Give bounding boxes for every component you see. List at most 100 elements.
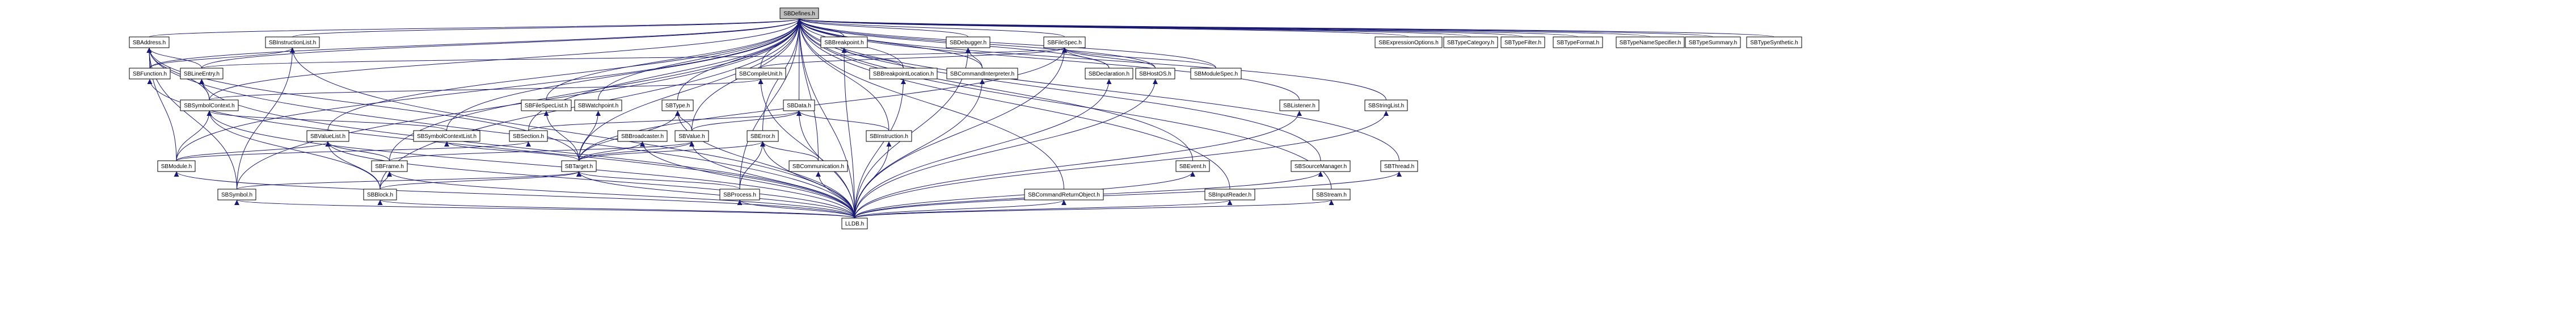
node-label-sbsymbol: SBSymbol.h [221, 192, 252, 198]
node-box-sbtypenamespecifier [1616, 36, 1685, 48]
edge-sbtarget-to-sberror [579, 141, 765, 161]
edge-sbtypeformat-to-sbdefines [797, 18, 1578, 37]
node-sbdebugger[interactable]: SBDebugger.h [946, 36, 990, 48]
node-sblineentry[interactable]: SBLineEntry.h [180, 68, 224, 80]
node-sbsection[interactable]: SBSection.h [509, 130, 548, 142]
node-box-sbsourcemanager [1291, 160, 1351, 172]
edge-lldb-to-sbaddress [146, 47, 855, 219]
node-sbtypefilter[interactable]: SBTypeFilter.h [1500, 36, 1545, 48]
edge-sbframe-to-sbdefines [389, 18, 802, 161]
node-label-sbsection: SBSection.h [513, 133, 544, 140]
node-sbstringlist[interactable]: SBStringList.h [1364, 99, 1408, 111]
edge-sbexpressionoptions-to-sbdefines [797, 18, 1409, 37]
node-sbfilespec[interactable]: SBFileSpec.h [1043, 36, 1086, 48]
node-box-sbmodule [157, 160, 196, 172]
edge-sbinstruction-to-sbdata [796, 110, 889, 131]
node-sbinstructionlist[interactable]: SBInstructionList.h [265, 36, 320, 48]
node-sbsourcemanager[interactable]: SBSourceManager.h [1291, 160, 1351, 172]
node-sbexpressionoptions[interactable]: SBExpressionOptions.h [1375, 36, 1443, 48]
node-sbmodule[interactable]: SBModule.h [157, 160, 196, 172]
edge-sbinputreader-to-sbdefines [796, 18, 1230, 190]
node-sbbreakpoint[interactable]: SBBreakpoint.h [820, 36, 868, 48]
node-sbcommandinterpreter[interactable]: SBCommandInterpreter.h [946, 68, 1018, 80]
node-sbinstruction[interactable]: SBInstruction.h [866, 130, 912, 142]
edge-sbinstructionlist-to-sbdefines [292, 18, 802, 37]
node-sbprocess[interactable]: SBProcess.h [719, 189, 760, 200]
node-box-sbcommandinterpreter [946, 68, 1018, 80]
edge-lldb-to-sberror [760, 141, 855, 219]
node-sbtypenamespecifier[interactable]: SBTypeNameSpecifier.h [1616, 36, 1685, 48]
node-sbstream[interactable]: SBStream.h [1312, 189, 1351, 200]
node-label-sbvalue: SBValue.h [678, 133, 705, 140]
node-label-sbsymbolcontextlist: SBSymbolContextList.h [417, 133, 477, 140]
node-sbfunction[interactable]: SBFunction.h [129, 68, 171, 80]
node-sbinputreader[interactable]: SBInputReader.h [1204, 189, 1255, 200]
node-box-sblineentry [180, 68, 224, 80]
edge-lldb-to-sblineentry [199, 78, 855, 219]
node-sbbreakpointlocation[interactable]: SBBreakpointLocation.h [869, 68, 938, 80]
node-label-sbtypenamespecifier: SBTypeNameSpecifier.h [1620, 40, 1681, 46]
node-box-sbdata [783, 99, 815, 111]
edge-lldb-to-sbframe [387, 171, 855, 219]
node-sbmodulespec[interactable]: SBModuleSpec.h [1190, 68, 1242, 80]
node-sbhostos[interactable]: SBHostOS.h [1135, 68, 1175, 80]
node-label-sbinstruction: SBInstruction.h [870, 133, 908, 140]
node-box-sbaddress [129, 36, 170, 48]
edge-sbsymbolcontextlist-to-sbsymbolcontext [206, 110, 447, 131]
node-box-sbinputreader [1204, 189, 1255, 200]
node-sbaddress[interactable]: SBAddress.h [129, 36, 170, 48]
node-label-sbtypesummary: SBTypeSummary.h [1689, 40, 1737, 46]
node-label-sbthread: SBThread.h [1384, 164, 1414, 170]
edge-lldb-to-sblistener [854, 110, 1302, 219]
edge-lldb-to-sbbroadcaster [640, 141, 855, 219]
node-label-lldb: LLDB.h [845, 221, 864, 227]
node-sbbroadcaster[interactable]: SBBroadcaster.h [617, 130, 668, 142]
edge-lldb-to-sbinstruction [854, 141, 892, 219]
node-sbvaluelist[interactable]: SBValueList.h [306, 130, 349, 142]
node-sbsymbol[interactable]: SBSymbol.h [217, 189, 256, 200]
node-sbblock[interactable]: SBBlock.h [363, 189, 397, 200]
node-sbdeclaration[interactable]: SBDeclaration.h [1085, 68, 1133, 80]
node-box-sbbreakpoint [820, 36, 868, 48]
edge-sbtarget-to-sbwatchpoint [579, 110, 601, 161]
node-sbthread[interactable]: SBThread.h [1380, 160, 1418, 172]
node-sbevent[interactable]: SBEvent.h [1175, 160, 1210, 172]
edge-sbsection-to-sbdata [528, 110, 802, 131]
node-sbtype[interactable]: SBType.h [661, 99, 694, 111]
edge-sbwatchpoint-to-sbdefines [598, 18, 802, 101]
edge-lldb-to-sbsymbolcontext [206, 110, 855, 219]
node-sbwatchpoint[interactable]: SBWatchpoint.h [574, 99, 622, 111]
node-sbtypesynthetic[interactable]: SBTypeSynthetic.h [1746, 36, 1802, 48]
node-label-sbtarget: SBTarget.h [565, 164, 593, 170]
edge-lldb-to-sbtype [675, 110, 855, 219]
node-label-sbcommandinterpreter: SBCommandInterpreter.h [950, 71, 1014, 77]
node-label-sbtype: SBType.h [665, 103, 690, 109]
node-sbtypesummary[interactable]: SBTypeSummary.h [1685, 36, 1741, 48]
node-sbcommandreturnobject[interactable]: SBCommandReturnObject.h [1024, 189, 1104, 200]
node-sbsymbolcontextlist[interactable]: SBSymbolContextList.h [413, 130, 480, 142]
edge-sbtarget-to-sbdefines [579, 18, 802, 161]
node-box-lldb [841, 218, 868, 229]
node-sbsymbolcontext[interactable]: SBSymbolContext.h [180, 99, 239, 111]
node-sbtypecategory[interactable]: SBTypeCategory.h [1443, 36, 1498, 48]
node-sbdata[interactable]: SBData.h [783, 99, 815, 111]
node-label-sbwatchpoint: SBWatchpoint.h [578, 103, 618, 109]
edge-layer [146, 18, 1774, 219]
node-sbcompileunit[interactable]: SBCompileUnit.h [735, 68, 786, 80]
node-lldb[interactable]: LLDB.h [841, 218, 868, 229]
node-sblistener[interactable]: SBListener.h [1279, 99, 1319, 111]
node-sberror[interactable]: SBError.h [747, 130, 779, 142]
node-sbframe[interactable]: SBFrame.h [371, 160, 408, 172]
node-label-sbfilespec: SBFileSpec.h [1047, 40, 1082, 46]
node-sbvalue[interactable]: SBValue.h [674, 130, 709, 142]
node-sbcommunication[interactable]: SBCommunication.h [789, 160, 848, 172]
edge-sbblock-to-sbtarget [380, 171, 581, 190]
node-label-sbtypesynthetic: SBTypeSynthetic.h [1750, 40, 1798, 46]
node-sbtarget[interactable]: SBTarget.h [561, 160, 597, 172]
node-sbtypeformat[interactable]: SBTypeFormat.h [1553, 36, 1603, 48]
edge-lldb-to-sbsymbol [234, 199, 855, 219]
node-sbfilespeclist[interactable]: SBFileSpecList.h [521, 99, 572, 111]
node-box-sbtypecategory [1443, 36, 1498, 48]
node-box-sbblock [363, 189, 397, 200]
node-box-sbstringlist [1364, 99, 1408, 111]
